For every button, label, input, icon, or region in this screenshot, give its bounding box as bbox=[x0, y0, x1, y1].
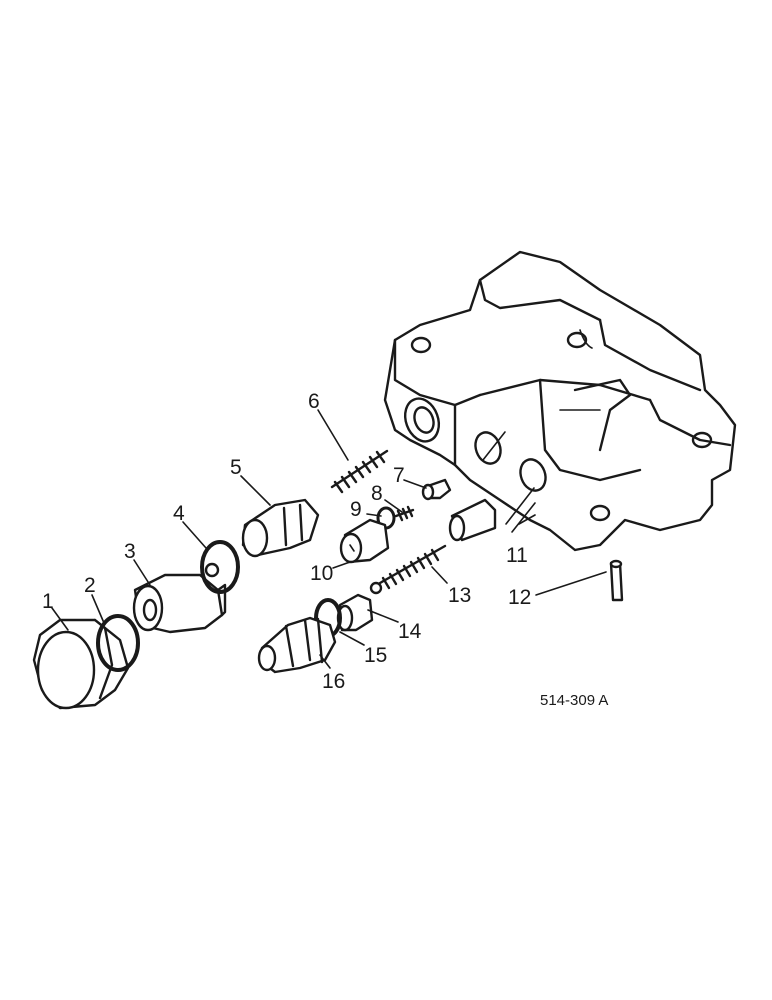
part-12-pin bbox=[609, 559, 624, 602]
callout-11: 11 bbox=[506, 544, 528, 567]
callout-13: 13 bbox=[448, 584, 471, 607]
callout-6: 6 bbox=[308, 390, 320, 413]
part-6-spring bbox=[330, 449, 389, 494]
part-14-poppet bbox=[336, 581, 383, 632]
figure-code: 514-309 A bbox=[540, 692, 608, 709]
valve-body-housing bbox=[383, 250, 737, 552]
part-5-valve-spool bbox=[241, 498, 320, 558]
part-11-sleeves bbox=[448, 498, 497, 542]
part-7-plunger bbox=[421, 478, 452, 501]
callout-3: 3 bbox=[124, 540, 136, 563]
callout-1: 1 bbox=[42, 590, 54, 613]
part-3-valve-cartridge bbox=[132, 562, 227, 634]
callout-8: 8 bbox=[371, 482, 383, 505]
leader-lines bbox=[51, 409, 607, 669]
callout-7: 7 bbox=[393, 464, 405, 487]
part-16-fitting bbox=[257, 616, 337, 674]
callout-4: 4 bbox=[173, 502, 185, 525]
callout-2: 2 bbox=[84, 574, 96, 597]
part-4-o-ring bbox=[200, 540, 240, 594]
callout-5: 5 bbox=[230, 456, 242, 479]
part-10-piston bbox=[339, 518, 390, 564]
callout-9: 9 bbox=[350, 498, 362, 521]
callout-10: 10 bbox=[310, 562, 333, 585]
callout-16: 16 bbox=[322, 670, 345, 693]
callout-14: 14 bbox=[398, 620, 422, 643]
callout-12: 12 bbox=[508, 586, 531, 609]
part-13-spring bbox=[378, 544, 447, 590]
part-1-hex-plug bbox=[32, 618, 130, 710]
callout-labels: 1 2 3 4 5 6 7 8 9 10 11 12 13 14 15 16 bbox=[42, 390, 531, 693]
part-2-o-ring bbox=[96, 614, 140, 672]
part-8-small-spring bbox=[394, 505, 415, 522]
callout-15: 15 bbox=[364, 644, 387, 667]
